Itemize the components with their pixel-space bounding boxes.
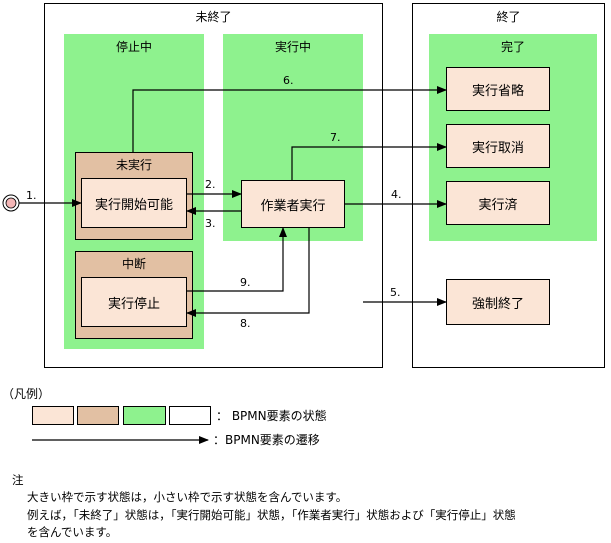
note-line-3: を含んでいます。 [27,525,118,539]
state-executed-box: 実行済 [446,181,550,225]
note-heading: 注 [12,473,24,487]
transition-1-label: 1. [26,189,37,202]
state-operator-running-box: 作業者実行 [241,180,345,228]
note-line-2: 例えば，「未終了」状態は，「実行開始可能」状態，「作業者実行」状態および「実行停… [27,508,516,522]
legend-title: （凡例） [2,387,51,401]
transition-7-label: 7. [330,131,341,144]
transition-5-label: 5. [390,286,401,299]
state-not-executed-label: 未実行 [115,158,152,172]
transition-3-label: 3. [205,217,216,230]
legend-state-label: ： BPMN要素の状態 [216,409,327,423]
state-exec-stopped-box: 実行停止 [81,277,187,327]
transition-9-arrow [187,227,287,292]
state-finished-label: 終了 [496,10,521,24]
legend-swatch-green [123,406,166,425]
transition-6-arrow [132,86,447,152]
transition-6-label: 6. [283,74,294,87]
legend-swatch-white [169,406,211,425]
state-start-ready-box: 実行開始可能 [81,178,187,228]
transition-4-label: 4. [391,188,402,201]
state-stopped-label: 停止中 [115,40,152,54]
state-cancelled-box: 実行取消 [446,124,550,168]
state-running-label: 実行中 [274,40,311,54]
state-suspended-label: 中断 [121,257,146,271]
legend-swatch-peach [32,406,74,425]
state-completed-label: 完了 [500,40,525,54]
state-incomplete-label: 未終了 [195,10,232,24]
transition-8-label: 8. [240,317,251,330]
transition-8-arrow [186,228,310,317]
transition-2-label: 2. [205,178,216,191]
note-line-1: 大きい枠で示す状態は，小さい枠で示す状態を含んでいます。 [27,490,348,504]
transition-7-arrow [291,143,447,180]
legend-transition-label: ：BPMN要素の遷移 [213,433,320,447]
state-forced-end-box: 強制終了 [446,279,550,325]
legend-swatch-tan [77,406,119,425]
transition-9-label: 9. [240,276,251,289]
